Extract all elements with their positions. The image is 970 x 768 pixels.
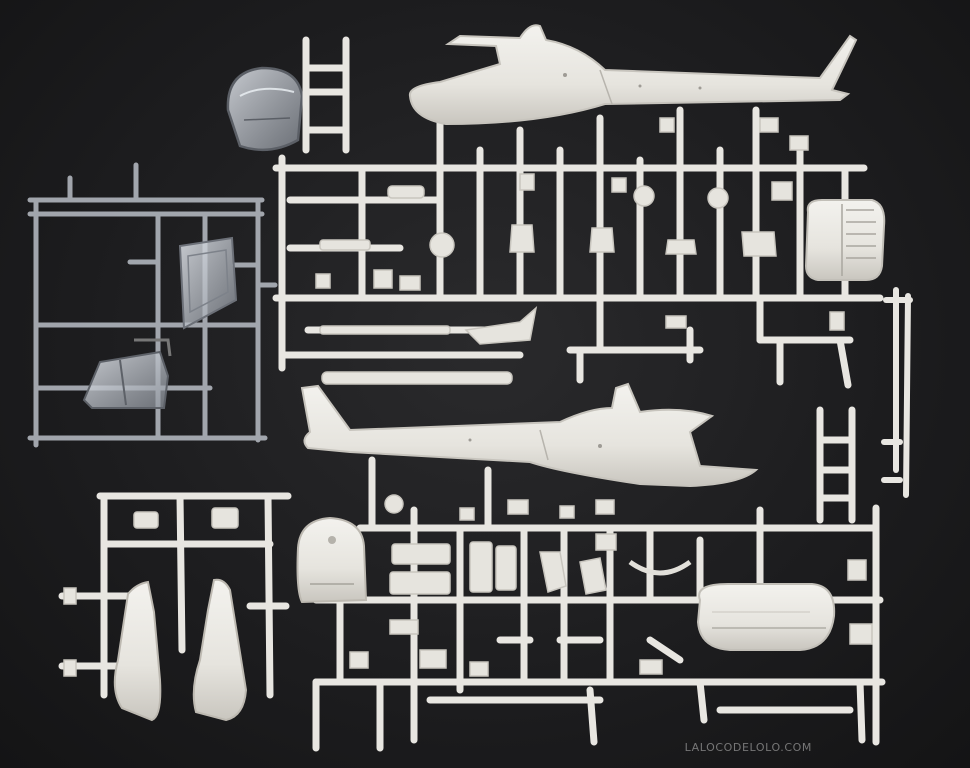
upper-sprue-small-parts bbox=[315, 117, 845, 385]
lower-sprue-small-parts bbox=[349, 494, 873, 677]
fuel-tank-part bbox=[696, 583, 836, 651]
clear-window-part bbox=[82, 338, 172, 409]
clear-sprue bbox=[27, 162, 278, 448]
clear-canopy-bubble bbox=[226, 66, 304, 152]
interior-bulkhead-part bbox=[296, 516, 368, 604]
upper-fuselage-half bbox=[408, 24, 858, 126]
cabin-door-right-part bbox=[192, 578, 248, 722]
clear-door-part bbox=[178, 236, 238, 330]
upper-sprue-frame bbox=[272, 36, 884, 389]
watermark-text: LALOCODELOLO.COM bbox=[684, 741, 812, 754]
lower-fuselage-half bbox=[300, 382, 759, 488]
right-narrow-sprue bbox=[881, 287, 913, 498]
cabin-door-left-part bbox=[113, 580, 162, 722]
engine-cowling-part bbox=[804, 199, 886, 281]
lower-sprue-frame bbox=[312, 406, 886, 752]
door-sprue-small-parts bbox=[63, 507, 239, 677]
door-sprue-frame bbox=[58, 492, 292, 699]
